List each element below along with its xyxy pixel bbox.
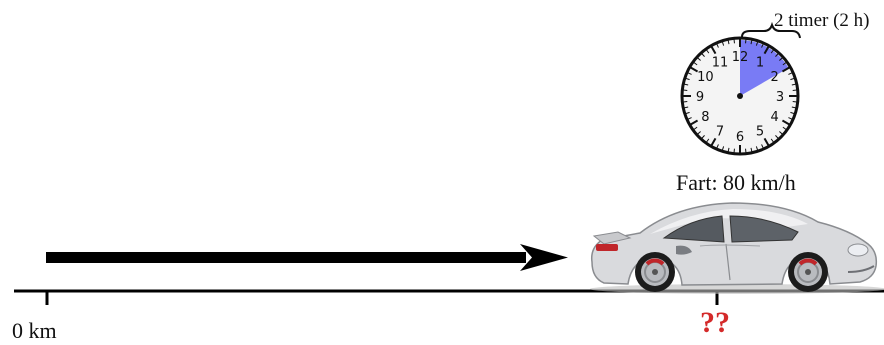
clock-number: 6	[736, 130, 744, 145]
elapsed-time-wedge	[740, 40, 789, 96]
clock-tick	[770, 49, 774, 54]
clock-tick	[710, 137, 717, 146]
clock-tick	[687, 72, 692, 75]
clock-tick	[727, 147, 730, 152]
clock-tick	[775, 135, 779, 139]
clock-tick	[755, 41, 759, 46]
clock-tick	[763, 46, 770, 55]
clock-tick	[750, 147, 753, 152]
start-distance-label: 0 km	[12, 318, 57, 343]
clock-tick	[684, 83, 689, 86]
clock-tick	[791, 83, 796, 86]
clock-number: 7	[716, 125, 724, 140]
clock-number: 12	[732, 50, 749, 65]
clock-tick	[755, 146, 759, 151]
clock-tick	[790, 111, 795, 115]
clock-tick	[770, 138, 774, 143]
clock-number: 5	[756, 125, 764, 140]
clock-tick	[706, 138, 710, 143]
clock-tick	[716, 144, 719, 149]
clock-number: 1	[756, 55, 764, 70]
clock-tick	[697, 57, 701, 61]
clock-tick	[697, 131, 701, 135]
clock-tick	[706, 49, 710, 54]
clock-tick	[763, 137, 770, 146]
clock-tick	[790, 77, 795, 81]
clock-tick	[701, 53, 705, 57]
clock-tick	[782, 62, 787, 66]
clock-tick	[687, 117, 692, 120]
clock-tick	[761, 43, 764, 48]
clock-tick	[779, 57, 783, 61]
unknown-distance-label: ??	[700, 306, 730, 339]
clock-tick	[721, 41, 725, 46]
clock-tick	[690, 66, 699, 73]
clock-number: 4	[771, 110, 779, 125]
clock-tick	[701, 135, 705, 139]
clock-tick	[716, 43, 719, 48]
clock-number: 3	[776, 90, 784, 105]
clock-number: 11	[712, 55, 729, 70]
clock-number: 9	[696, 90, 704, 105]
clock-tick	[693, 126, 698, 130]
motion-arrow	[46, 244, 568, 271]
clock-tick	[685, 77, 690, 81]
clock-tick	[750, 40, 753, 45]
clock-tick	[693, 62, 698, 66]
car-icon	[590, 202, 884, 294]
clock-tick	[690, 119, 699, 126]
clock-tick	[779, 131, 783, 135]
clock-number: 8	[701, 110, 709, 125]
clock-tick	[721, 146, 725, 151]
clock-tick	[727, 40, 730, 45]
clock-tick	[684, 106, 689, 109]
clock-tick	[775, 53, 779, 57]
clock-tick	[791, 106, 796, 109]
clock-tick	[788, 72, 793, 75]
clock-tick	[782, 126, 787, 130]
clock-number: 2	[771, 70, 779, 85]
clock-tick	[781, 119, 790, 126]
clock-number: 10	[697, 70, 714, 85]
clock-tick	[788, 117, 793, 120]
clock-ticks	[683, 39, 797, 153]
duration-brace	[741, 21, 801, 39]
clock-tick	[761, 144, 764, 149]
clock-tick	[710, 46, 717, 55]
clock-tick	[685, 111, 690, 115]
speed-label: Fart: 80 km/h	[676, 170, 796, 195]
clock-tick	[781, 66, 790, 73]
duration-label: 2 timer (2 h)	[774, 10, 870, 31]
